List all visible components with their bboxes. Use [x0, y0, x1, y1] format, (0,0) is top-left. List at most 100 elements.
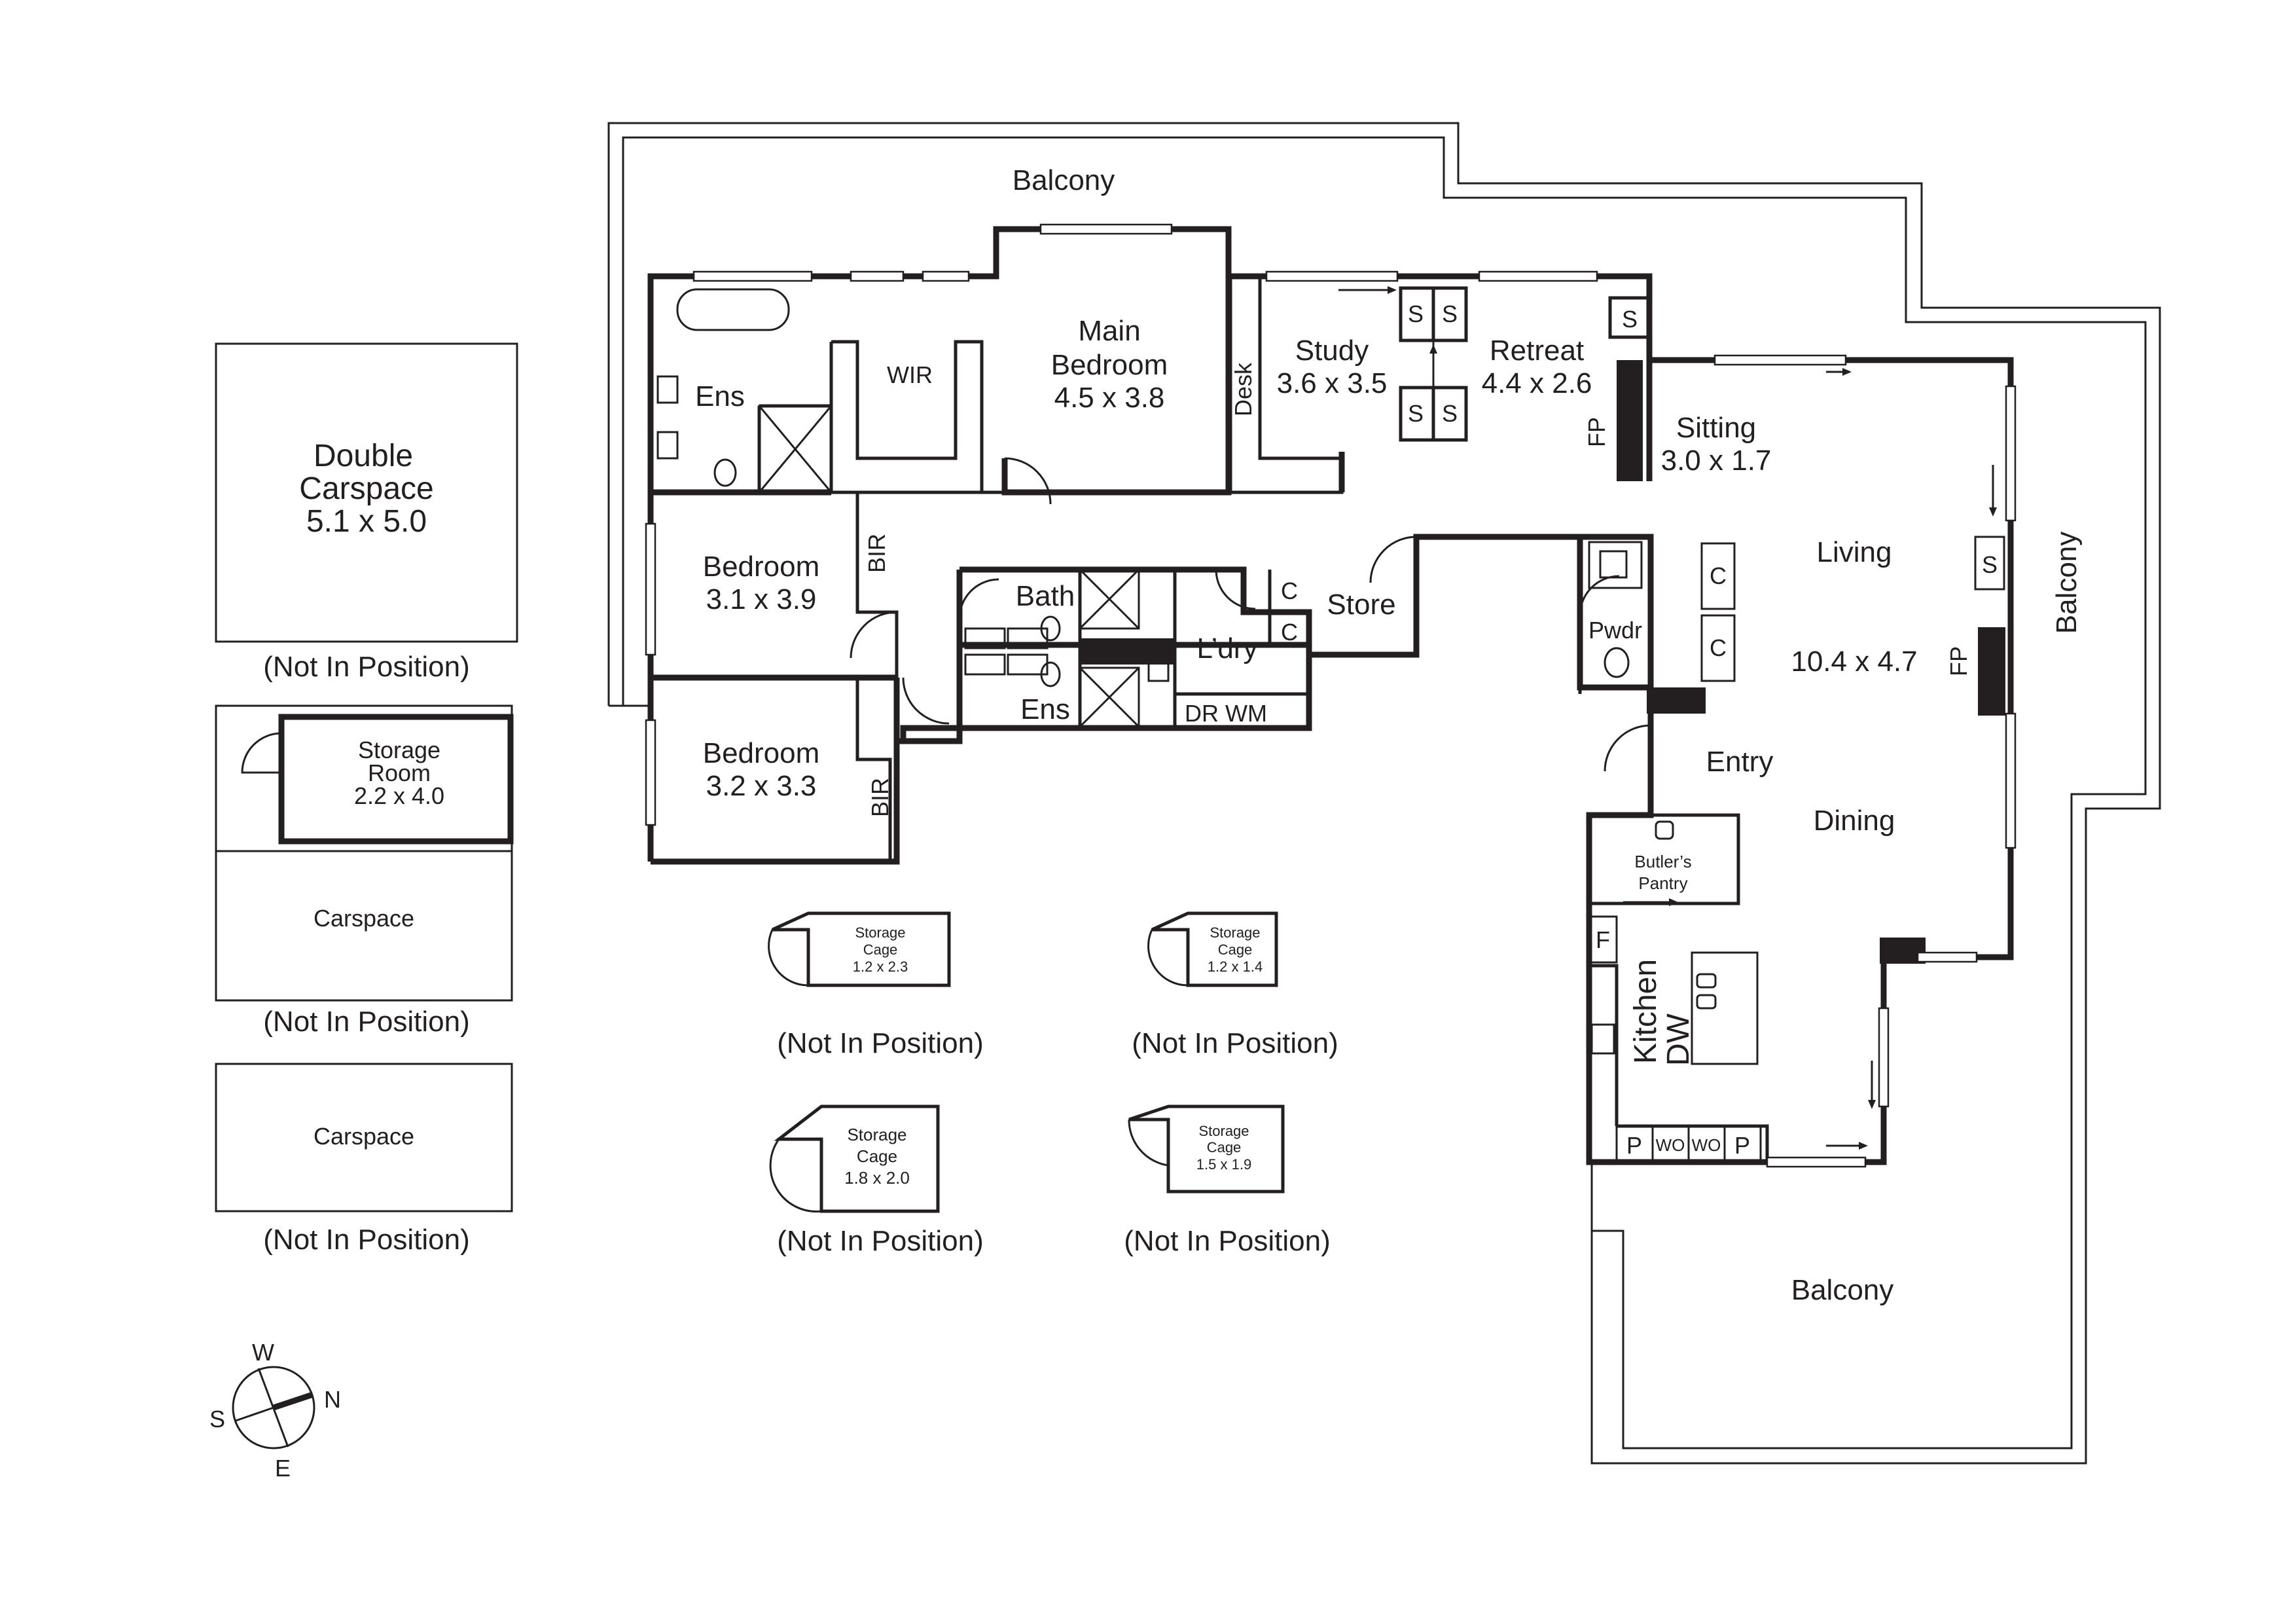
label-main-bedroom-dim: 4.5 x 3.8 [1054, 382, 1165, 414]
label-sitting-dim: 3.0 x 1.7 [1661, 445, 1772, 477]
storage-cages [768, 911, 1285, 1213]
label-retreat-dim: 4.4 x 2.6 [1482, 367, 1592, 399]
label-double-carspace-dim: 5.1 x 5.0 [306, 504, 427, 539]
label-living-dim: 10.4 x 4.7 [1791, 646, 1917, 678]
label-sitting: Sitting [1676, 412, 1756, 444]
label-shelf-6: S [1982, 551, 1998, 578]
label-cage-2-nip: (Not In Position) [1132, 1027, 1338, 1059]
label-living: Living [1817, 536, 1892, 568]
label-cage-2-dim: 1.2 x 1.4 [1208, 958, 1263, 975]
label-cage-3-name1: Storage [847, 1125, 906, 1144]
label-pantry-2: P [1734, 1132, 1750, 1159]
compass-east: E [275, 1455, 291, 1482]
label-cage-3-name2: Cage [857, 1146, 897, 1166]
label-cage-2-name1: Storage [1210, 924, 1260, 941]
label-cage-3-nip: (Not In Position) [777, 1225, 983, 1257]
windows [645, 223, 2017, 1168]
parking-shapes [215, 342, 518, 1213]
label-storage-room-dim: 2.2 x 4.0 [354, 782, 444, 809]
balcony-outline [607, 122, 2161, 1465]
compass-labels: W N S E [209, 1339, 341, 1482]
label-cupboard-4: C [1710, 634, 1727, 661]
label-bedroom-1-dim: 3.1 x 3.9 [706, 583, 817, 615]
label-carspace-1: Carspace [314, 905, 414, 932]
label-main-bedroom-2: Bedroom [1051, 349, 1168, 381]
label-shelf-3: S [1408, 400, 1424, 427]
label-dining: Dining [1814, 805, 1895, 837]
label-butlers-1: Butler’s [1634, 852, 1691, 871]
label-cage-4-name1: Storage [1198, 1123, 1249, 1139]
label-cage-3-dim: 1.8 x 2.0 [844, 1168, 910, 1188]
label-storage-room-1: Storage [358, 737, 440, 763]
bath-wall-solid [1080, 638, 1175, 665]
label-entry: Entry [1706, 746, 1774, 778]
label-cage-4-dim: 1.5 x 1.9 [1196, 1156, 1251, 1173]
label-cage-4-name2: Cage [1207, 1139, 1242, 1156]
label-not-in-position-3: (Not In Position) [263, 1224, 469, 1256]
label-ensuite-2: Ens [1020, 693, 1070, 725]
label-study: Study [1295, 335, 1369, 367]
entry-pillar [1647, 687, 1706, 714]
label-shelf-1: S [1408, 301, 1424, 327]
cage-labels: Storage Cage 1.2 x 2.3 (Not In Position)… [777, 924, 1338, 1257]
label-dryer-washer: DR WM [1185, 700, 1267, 727]
fireplace-living [1978, 627, 2005, 716]
label-carspace-2: Carspace [314, 1123, 414, 1150]
label-fridge: F [1596, 926, 1610, 953]
label-not-in-position-1: (Not In Position) [263, 651, 469, 683]
label-bedroom-2: Bedroom [703, 737, 820, 769]
fixtures [656, 288, 2005, 1163]
label-wall-oven-1: WO [1656, 1135, 1685, 1155]
label-storage-room-2: Room [368, 759, 431, 786]
compass-west: W [252, 1339, 274, 1366]
label-balcony-top: Balcony [1013, 164, 1115, 196]
label-cage-1-name2: Cage [863, 941, 898, 958]
compass-north: N [324, 1386, 341, 1413]
fireplace-retreat [1617, 360, 1643, 481]
compass-south: S [209, 1406, 225, 1432]
label-double-carspace-1: Double [314, 439, 413, 473]
label-store: Store [1327, 589, 1395, 621]
label-cage-4-nip: (Not In Position) [1124, 1225, 1330, 1257]
label-cupboard-3: C [1710, 562, 1727, 589]
label-bir-1: BIR [863, 534, 890, 573]
label-bath: Bath [1016, 580, 1075, 612]
label-wall-oven-2: WO [1692, 1135, 1721, 1155]
label-fireplace-2: FP [1945, 646, 1972, 676]
slide-arrows [1338, 286, 1997, 1150]
interior-walls [651, 276, 1769, 1162]
label-shelf-2: S [1442, 301, 1458, 327]
label-retreat: Retreat [1490, 335, 1584, 367]
label-wir: WIR [887, 361, 933, 388]
label-ensuite-main: Ens [695, 380, 745, 412]
label-balcony-bottom: Balcony [1791, 1274, 1894, 1306]
label-kitchen: Kitchen [1628, 959, 1663, 1064]
label-bedroom-1: Bedroom [703, 551, 820, 583]
label-main-bedroom-1: Main [1078, 315, 1140, 347]
label-double-carspace-2: Carspace [299, 471, 433, 506]
label-fireplace-1: FP [1583, 417, 1610, 447]
label-bir-2: BIR [867, 778, 893, 817]
label-cage-1-nip: (Not In Position) [777, 1027, 983, 1059]
label-bedroom-2-dim: 3.2 x 3.3 [706, 770, 817, 802]
label-shelf-4: S [1442, 400, 1458, 427]
study-retreat-shelves [1399, 286, 1651, 442]
label-pantry-1: P [1626, 1132, 1642, 1159]
label-powder: Pwdr [1588, 617, 1642, 644]
parking-labels: Double Carspace 5.1 x 5.0 (Not In Positi… [263, 439, 469, 1256]
label-desk: Desk [1230, 362, 1257, 416]
label-not-in-position-2: (Not In Position) [263, 1006, 469, 1038]
compass-rose [232, 1366, 315, 1450]
label-dishwasher: DW [1661, 1013, 1696, 1066]
label-cage-1-name1: Storage [855, 924, 905, 941]
label-study-dim: 3.6 x 3.5 [1277, 367, 1388, 399]
label-cupboard-1: C [1281, 577, 1298, 604]
label-butlers-2: Pantry [1638, 873, 1687, 893]
label-cage-2-name2: Cage [1218, 941, 1253, 958]
label-laundry: L’dry [1197, 632, 1258, 665]
room-labels: Balcony Balcony Balcony Ens WIR Main Bed… [695, 164, 2083, 1306]
label-cage-1-dim: 1.2 x 2.3 [853, 958, 908, 975]
label-balcony-right: Balcony [2051, 532, 2083, 634]
label-shelf-5: S [1622, 306, 1638, 333]
